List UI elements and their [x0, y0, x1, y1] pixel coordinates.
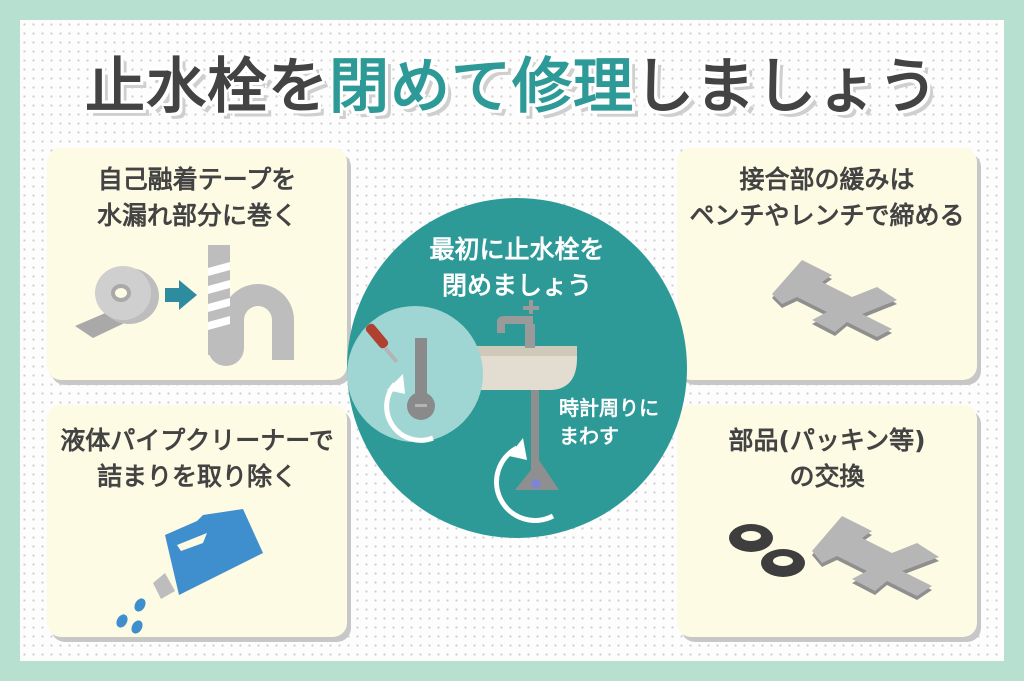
title-accent: 閉めて修理	[329, 52, 634, 122]
gasket-and-wrench-icon	[729, 516, 939, 600]
card-parts: 部品(パッキン等) の交換	[677, 405, 977, 637]
page-title: 止水栓を閉めて修理しましょう	[0, 38, 1024, 125]
clockwise-note: 時計周りに まわす	[559, 396, 659, 448]
title-part2: しましょう	[634, 52, 939, 122]
tape-to-pipe-icon	[75, 245, 294, 366]
cleaner-bottle-icon	[116, 509, 263, 634]
center-circle: 最初に止水栓を 閉めましょう 時計周りに まわす	[347, 198, 687, 538]
card-wrench-text: 接合部の緩みは ペンチやレンチで締める	[689, 165, 965, 230]
card-parts-text: 部品(パッキン等) の交換	[728, 426, 926, 491]
wrench-icon	[772, 260, 897, 341]
card-tape: 自己融着テープを 水漏れ部分に巻く	[47, 148, 347, 380]
title-part1: 止水栓を	[85, 52, 329, 122]
card-tape-text: 自己融着テープを 水漏れ部分に巻く	[96, 165, 297, 230]
sink-shutoff-valve-illustration	[347, 300, 577, 523]
card-cleaner: 液体パイプクリーナーで 詰まりを取り除く	[47, 405, 347, 637]
card-cleaner-text: 液体パイプクリーナーで 詰まりを取り除く	[60, 426, 334, 491]
center-heading: 最初に止水栓を 閉めましょう	[429, 235, 605, 300]
card-wrench: 接合部の緩みは ペンチやレンチで締める	[677, 148, 977, 380]
